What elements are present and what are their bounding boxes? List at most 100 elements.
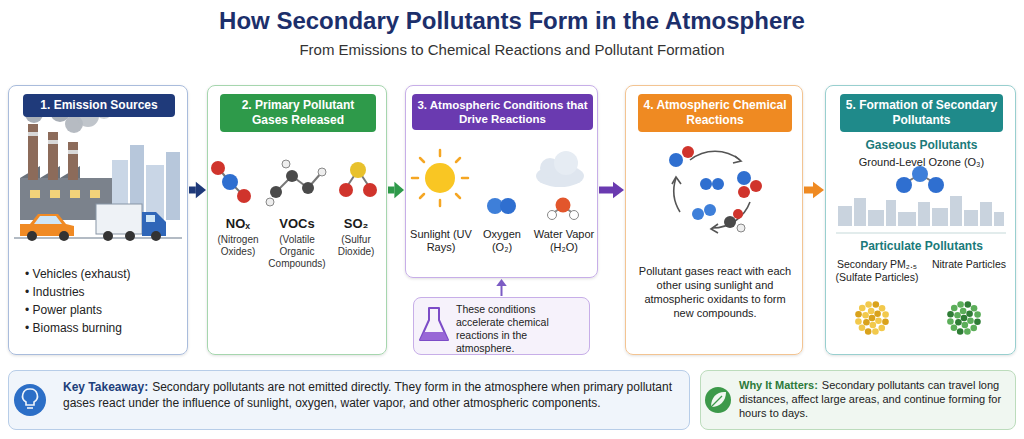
box-lead: Why It Matters: [739,379,818,391]
gas-name: (Volatile Organic Compounds) [266,234,328,270]
particle-dot [962,322,969,329]
stage-panel: 1. Emission Sources • Vehicles (exhaust) •… [8,85,188,355]
particle-dot [865,328,872,335]
particle-dot [970,325,977,332]
box-text: Secondary pollutants are not emitted dir… [63,380,672,410]
particle-dot [967,317,974,324]
particle-dot [966,310,973,317]
nitrate-particles [947,301,981,335]
particle-dot [974,311,981,318]
particle-dot [961,315,968,322]
panel-heading: 1. Emission Sources [23,94,175,117]
particle-dot [874,310,881,317]
particle-dot [865,301,872,308]
flow-arrow [496,279,507,296]
panel-body: Pollutant gases react with each other us… [634,264,796,320]
flow-arrow [599,182,624,199]
particle-dot [859,305,866,312]
particle-dot [855,311,862,318]
box-lead: Key Takeaway: [63,380,148,394]
stage-panel: 3. Atmospheric Conditions that Drive Rea… [405,85,598,278]
source-item: • Industries [25,284,185,300]
pollutant-label: Nitrate Particles [924,258,1014,271]
particle-dot [957,328,964,335]
stage-panel: 5. Formation of Secondary PollutantsGase… [825,85,1016,355]
arrow-shaft [501,286,503,296]
particle-dot [875,317,882,324]
city-skyline [838,196,1004,226]
stage-panel: 2. Primary Pollutant Gases ReleasedNOₓ (N… [207,85,387,355]
note-box: Why It Matters:Secondary pollutants can … [700,370,1016,430]
particle-dot [955,319,962,326]
primary-gas-molecules [211,160,377,206]
particle-dot [951,305,958,312]
arrow-shaft [189,187,196,194]
particle-dot [964,328,971,335]
group-heading: Gaseous Pollutants [834,138,1009,153]
panel-heading: 5. Formation of Secondary Pollutants [840,94,1003,132]
pollutant-label: Ground-Level Ozone (O₃) [834,156,1009,169]
source-item: • Biomass burning [25,320,185,336]
emission-illustration [14,95,182,241]
arrow-head [394,182,404,199]
particle-dot [868,308,875,315]
particle-dot [878,325,885,332]
diagram-title: How Secondary Pollutants Form in the Atm… [0,6,1024,36]
ozone-molecule [896,166,944,193]
stage-panel: 4. Atmospheric Chemical ReactionsPolluta… [625,85,803,355]
pollutant-label: Secondary PM₂.₅ (Sulfate Particles) [830,258,924,284]
particle-dot [855,318,862,325]
particle-dot [971,305,978,312]
arrow-shaft [804,187,813,194]
particle-dot [859,324,866,331]
arrow-head [813,182,824,199]
particle-dot [879,305,886,312]
reaction-cycle [672,151,750,233]
arrow-head [613,182,624,199]
reaction-molecules [669,146,762,232]
condition-label: Water Vapor (H₂O) [532,228,596,254]
condition-label: Sunlight (UV Rays) [410,228,472,254]
particle-dot [862,312,869,319]
sulfate-particles [855,301,889,335]
particle-dot [882,319,889,326]
group-heading: Particulate Pollutants [834,239,1009,254]
text-flow: Why It Matters:Secondary pollutants can … [739,378,1011,420]
panel-divider [836,232,1006,233]
particle-dot [974,319,981,326]
arrow-shaft [388,187,394,194]
particle-dot [873,301,880,308]
diagram-subtitle: From Emissions to Chemical Reactions and… [0,40,1024,59]
gas-formula: NOₓ [210,216,266,232]
condition-label: Oxygen (O₂) [472,228,532,254]
takeaway-box: Key Takeaway:Secondary pollutants are no… [8,370,690,430]
callout-text: These conditions accelerate chemical rea… [456,303,586,355]
particle-dot [965,301,972,308]
particle-dot [869,315,876,322]
gas-name: (Nitrogen Oxides) [210,234,266,258]
arrow-head [496,279,507,286]
callout-box: These conditions accelerate chemical rea… [413,297,590,355]
panel-heading: 2. Primary Pollutant Gases Released [220,94,376,132]
panel-heading: 3. Atmospheric Conditions that Drive Rea… [412,94,593,130]
source-item: • Vehicles (exhaust) [25,266,185,282]
particle-dot [947,311,954,318]
panel-heading: 4. Atmospheric Chemical Reactions [638,94,792,132]
particle-dot [951,324,958,331]
particle-dot [960,308,967,315]
particle-dot [870,322,877,329]
source-item: • Power plants [25,302,185,318]
arrow-head [196,182,206,199]
gas-formula: SO₂ [328,216,384,232]
flow-arrow [189,182,206,199]
particle-dot [954,312,961,319]
particle-dot [947,318,954,325]
flow-arrow [804,182,824,199]
text-flow: Key Takeaway:Secondary pollutants are no… [63,379,683,411]
arrow-shaft [599,187,613,194]
gas-formula: VOCs [266,216,328,232]
atmospheric-conditions-icons [412,150,584,220]
particle-dot [882,311,889,318]
particle-dot [872,328,879,335]
particle-dot [957,301,964,308]
